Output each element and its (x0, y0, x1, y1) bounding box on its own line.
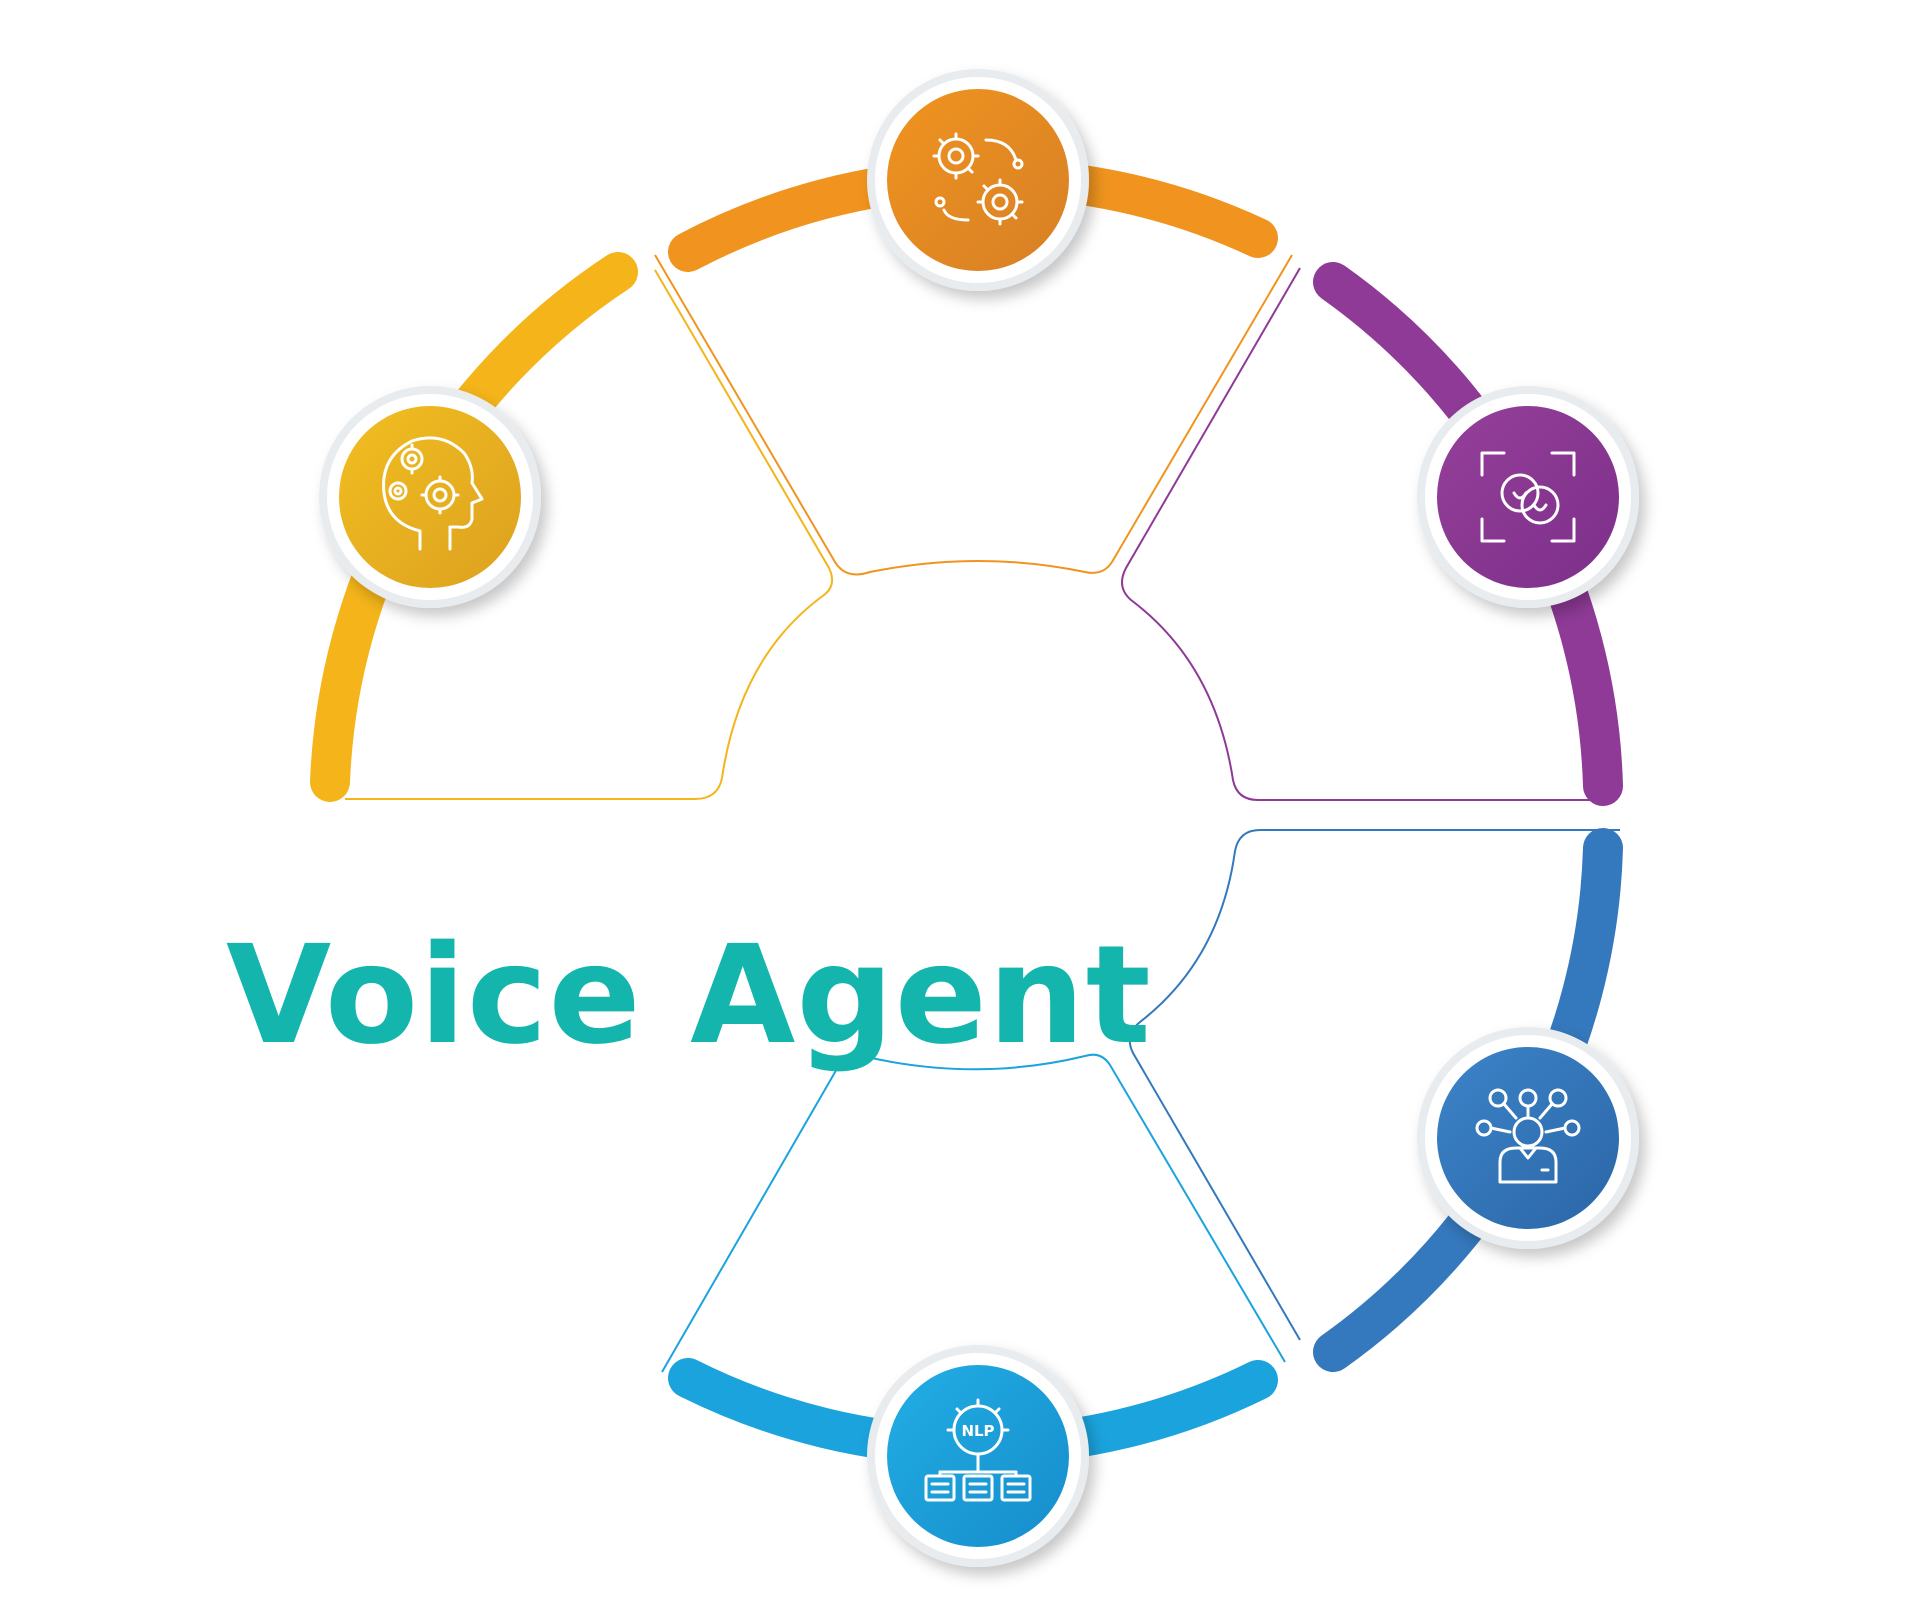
head-with-gears-icon (382, 436, 484, 551)
ring-arcs (310, 157, 1623, 1466)
node-personalization (1417, 1027, 1639, 1249)
sector-outline-cyan (661, 1053, 1286, 1373)
node-cognition (319, 386, 541, 608)
node-automation (867, 69, 1089, 291)
sector-outline-orange (654, 254, 1293, 576)
sector-outline-blue (1128, 829, 1620, 1341)
nlp-icon-label: NLP (961, 1422, 994, 1440)
node-language: NLP (867, 1345, 1089, 1567)
sector-outline-yellow (345, 269, 834, 800)
node-recognition (1417, 386, 1639, 608)
nlp-gear-icon (924, 1398, 1032, 1502)
person-network-icon (1475, 1088, 1581, 1184)
sector-outline-purple (1121, 267, 1600, 801)
diagram-title: Voice Agent (226, 917, 1152, 1075)
sector-outlines (345, 254, 1620, 1373)
gears-workflow-icon (932, 132, 1024, 226)
face-scan-icon (1480, 451, 1576, 543)
